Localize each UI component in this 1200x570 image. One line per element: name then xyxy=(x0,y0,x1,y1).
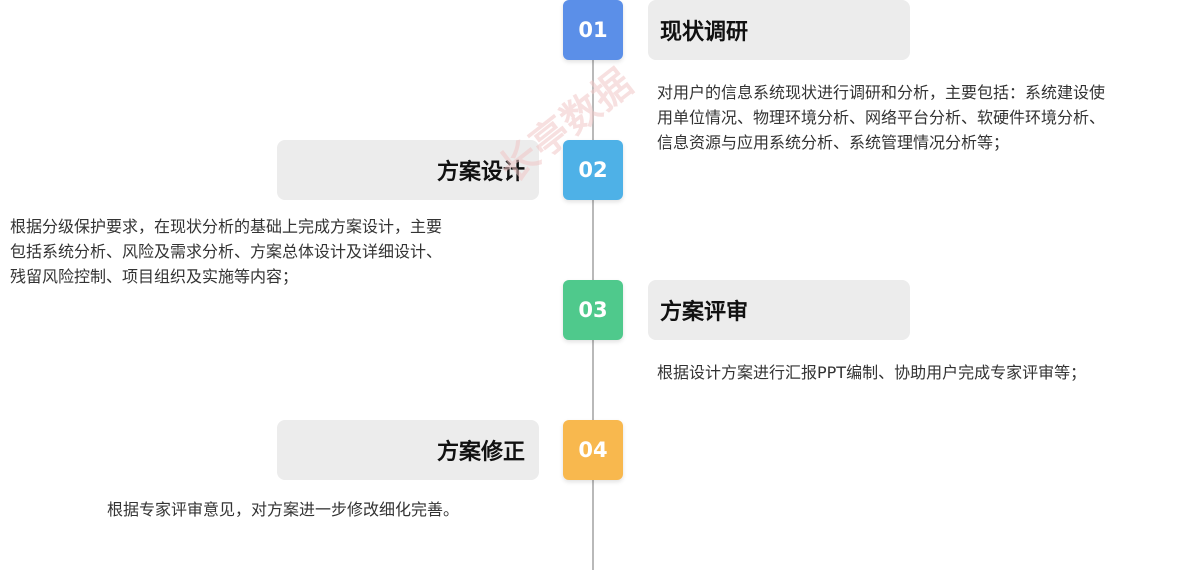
step-2-description-line-1: 根据分级保护要求，在现状分析的基础上完成方案设计，主要 xyxy=(10,217,443,236)
step-1-description-line-1: 对用户的信息系统现状进行调研和分析，主要包括：系统建设使 xyxy=(657,83,1106,102)
step-4-number-badge: 04 xyxy=(563,420,623,480)
step-1-description-line-3: 信息资源与应用系统分析、系统管理情况分析等； xyxy=(657,133,1010,152)
step-1-title: 现状调研 xyxy=(660,20,749,45)
step-2-title-box: 方案设计 xyxy=(277,140,539,200)
step-1-title-box: 现状调研 xyxy=(648,0,910,60)
step-3-description-line-1: 根据设计方案进行汇报PPT编制、协助用户完成专家评审等； xyxy=(657,363,1087,382)
step-2-title: 方案设计 xyxy=(436,160,525,185)
step-1-description: 对用户的信息系统现状进行调研和分析，主要包括：系统建设使 用单位情况、物理环境分… xyxy=(657,80,1105,155)
step-2-description: 根据分级保护要求，在现状分析的基础上完成方案设计，主要 包括系统分析、风险及需求… xyxy=(10,214,442,289)
step-4-title: 方案修正 xyxy=(436,440,525,465)
step-1-description-line-2: 用单位情况、物理环境分析、网络平台分析、软硬件环境分析、 xyxy=(657,108,1106,127)
step-3-number-badge: 03 xyxy=(563,280,623,340)
step-2-description-line-2: 包括系统分析、风险及需求分析、方案总体设计及详细设计、 xyxy=(10,242,443,261)
step-4-description: 根据专家评审意见，对方案进一步修改细化完善。 xyxy=(107,497,459,522)
step-2-number-badge: 02 xyxy=(563,140,623,200)
step-3-title: 方案评审 xyxy=(660,300,749,325)
step-3-title-box: 方案评审 xyxy=(648,280,910,340)
step-2-description-line-3: 残留风险控制、项目组织及实施等内容； xyxy=(10,267,299,286)
step-4-description-line-1: 根据专家评审意见，对方案进一步修改细化完善。 xyxy=(107,500,460,519)
step-3-description: 根据设计方案进行汇报PPT编制、协助用户完成专家评审等； xyxy=(657,360,1086,385)
step-1-number-badge: 01 xyxy=(563,0,623,60)
step-4-title-box: 方案修正 xyxy=(277,420,539,480)
